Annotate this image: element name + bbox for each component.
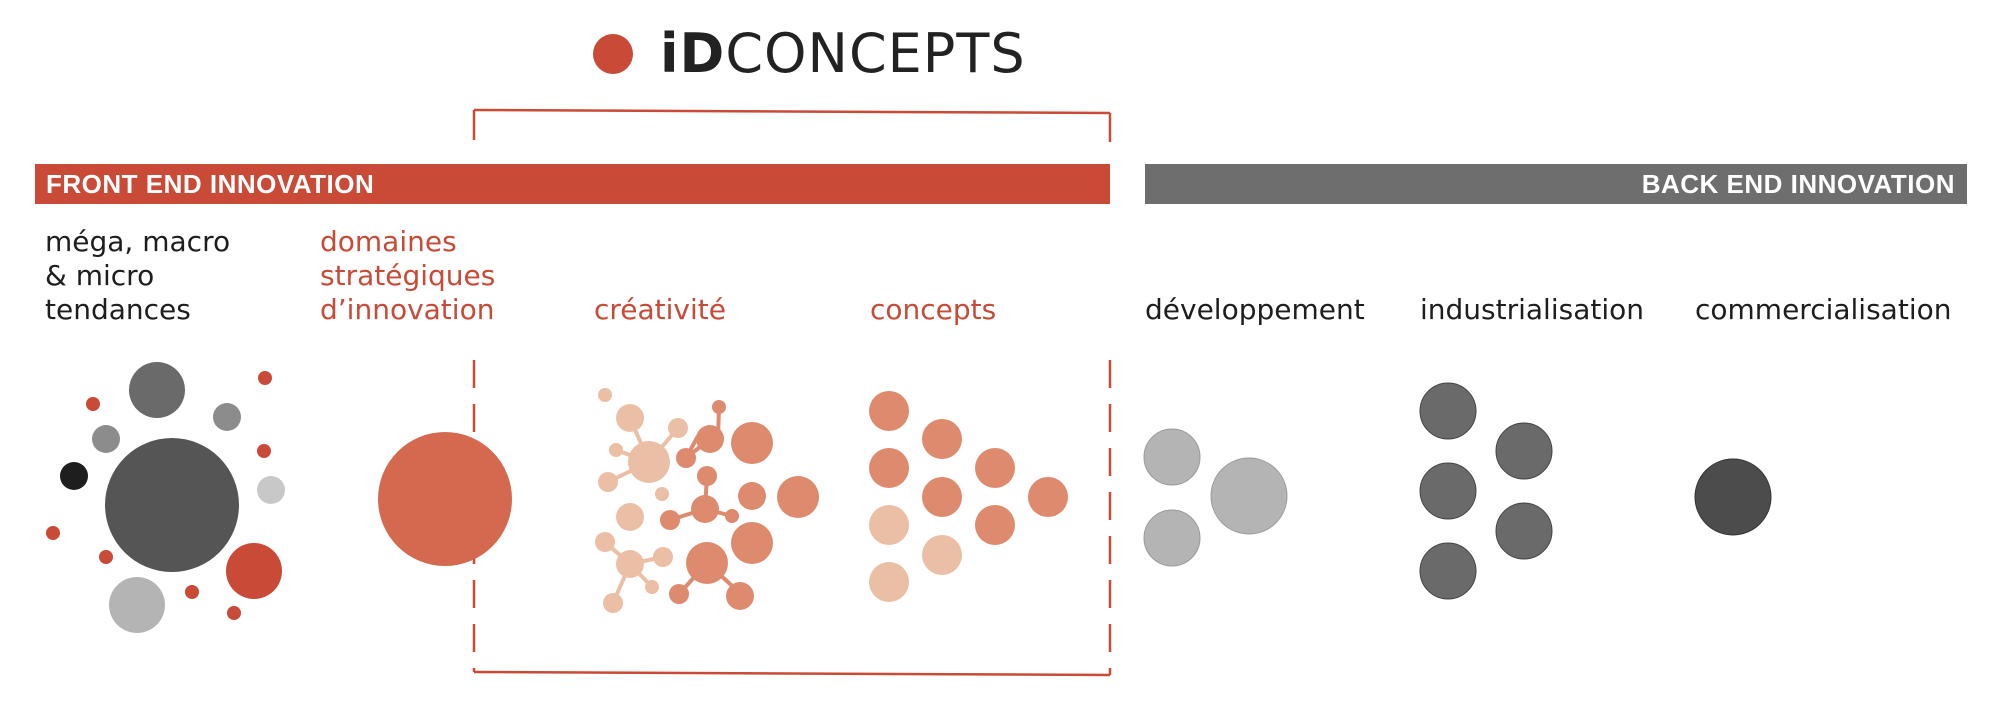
idea-node: [738, 482, 766, 510]
idea-node: [668, 418, 688, 438]
trend-bubble: [109, 577, 165, 633]
trend-bubble: [92, 425, 120, 453]
idea-node: [696, 425, 724, 453]
trend-bubble: [99, 550, 113, 564]
idea-node: [598, 388, 612, 402]
trend-bubble: [129, 362, 185, 418]
idea-node: [731, 522, 773, 564]
industrialisation-cluster: [1419, 382, 1553, 600]
trend-bubble: [226, 543, 282, 599]
concept-bubble: [975, 505, 1015, 545]
stage-label-creativite: créativité: [594, 293, 726, 326]
idea-node: [603, 593, 623, 613]
trend-bubble: [46, 526, 60, 540]
stage-label-concepts: concepts: [870, 293, 997, 326]
idea-node: [676, 448, 696, 468]
trends-cluster: [46, 362, 285, 633]
back-end-label: BACK END INNOVATION: [1641, 168, 1955, 199]
idea-node: [628, 441, 670, 483]
idea-node: [598, 472, 618, 492]
idea-node: [726, 582, 754, 610]
idea-node: [725, 509, 739, 523]
concept-bubble: [922, 477, 962, 517]
trend-bubble: [86, 397, 100, 411]
idea-node: [645, 580, 659, 594]
industrialisation-bubble: [1495, 422, 1553, 480]
concept-bubble: [869, 391, 909, 431]
industrialisation-bubble: [1495, 502, 1553, 560]
trend-bubble: [105, 438, 239, 572]
idea-node: [697, 466, 717, 486]
concept-bubble: [869, 562, 909, 602]
concept-bubble: [869, 448, 909, 488]
industrialisation-bubble: [1419, 542, 1477, 600]
front-end-innovation-band: FRONT END INNOVATION: [35, 164, 1110, 204]
stage-label-commercialisation: commercialisation: [1695, 293, 1952, 326]
commercialisation-bubble: [1694, 458, 1772, 536]
idea-node: [712, 400, 726, 414]
stage-label-developpement: développement: [1145, 293, 1365, 326]
industrialisation-bubble: [1419, 462, 1477, 520]
trend-bubble: [258, 371, 272, 385]
idea-node: [777, 476, 819, 518]
logo-text: iDCONCEPTS: [660, 22, 1026, 86]
concept-bubble: [922, 419, 962, 459]
idea-node: [731, 422, 773, 464]
concepts-cluster: [869, 391, 1068, 602]
development-bubble: [1210, 457, 1288, 535]
idea-node: [616, 503, 644, 531]
concept-bubble: [869, 505, 909, 545]
stage-label-domaines: domaines stratégiques d’innovation: [320, 225, 496, 326]
idea-node: [616, 404, 644, 432]
trend-bubble: [257, 476, 285, 504]
idea-node: [691, 495, 719, 523]
trend-bubble: [227, 606, 241, 620]
trend-bubble: [60, 462, 88, 490]
concept-bubble: [975, 448, 1015, 488]
logo-id: iD: [660, 22, 726, 85]
industrialisation-bubble: [1419, 382, 1477, 440]
concept-bubble: [1028, 477, 1068, 517]
idea-node: [655, 487, 669, 501]
development-cluster: [1143, 428, 1288, 567]
front-end-label: FRONT END INNOVATION: [46, 168, 375, 199]
idconcepts-bracket-top: [472, 108, 1112, 142]
idconcepts-bracket-bottom: [472, 360, 1112, 677]
development-bubble: [1143, 428, 1201, 486]
idea-node: [660, 510, 680, 530]
trend-bubble: [185, 585, 199, 599]
trend-bubble: [257, 444, 271, 458]
stage-label-industrialisation: industrialisation: [1420, 293, 1644, 326]
logo-dot-icon: [593, 34, 633, 74]
idea-node: [595, 532, 615, 552]
stage-label-tendances: méga, macro & micro tendances: [45, 225, 231, 326]
development-bubble: [1143, 509, 1201, 567]
creativity-network: [595, 388, 819, 613]
back-end-innovation-band: BACK END INNOVATION: [1145, 164, 1967, 204]
idea-node: [616, 550, 644, 578]
strategic-domain-bubble: [378, 432, 512, 566]
idea-node: [609, 443, 623, 457]
concept-bubble: [922, 535, 962, 575]
trend-bubble: [213, 403, 241, 431]
idea-node: [653, 547, 673, 567]
idea-node: [669, 584, 689, 604]
idea-node: [686, 542, 728, 584]
logo-concepts: CONCEPTS: [725, 22, 1026, 85]
